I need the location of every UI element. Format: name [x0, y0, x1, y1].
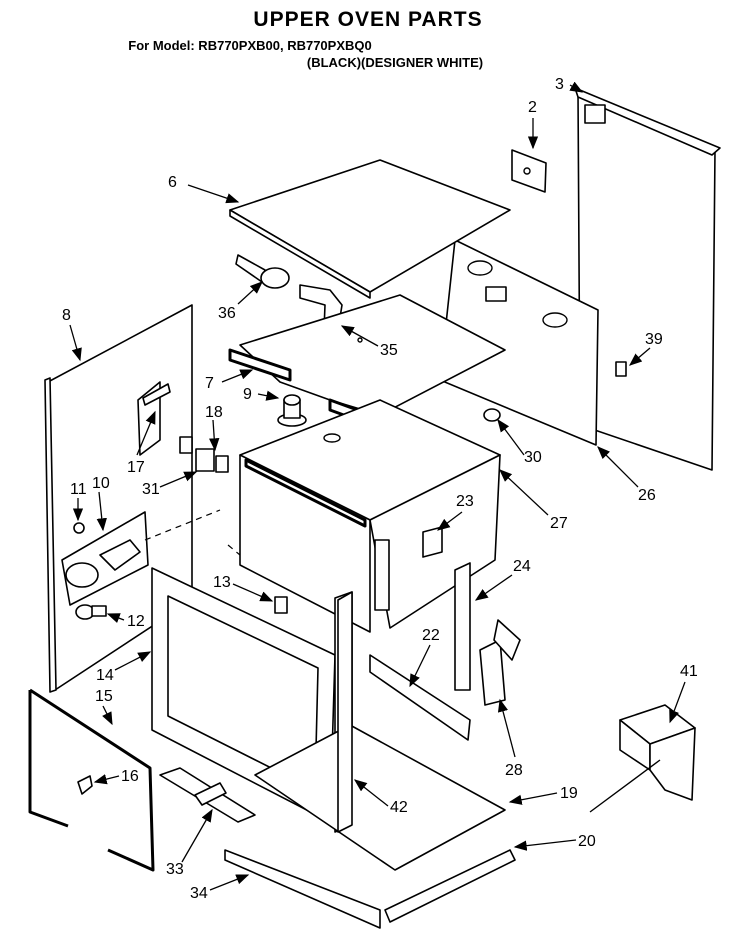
callout-18: 18	[205, 404, 223, 421]
part-31-switch	[195, 448, 215, 472]
callout-41: 41	[680, 663, 698, 680]
callout-35: 35	[380, 342, 398, 359]
part-16-clip	[77, 775, 93, 795]
part-28-hinge	[479, 619, 521, 706]
callout-11: 11	[70, 481, 87, 498]
callout-42: 42	[390, 799, 408, 816]
callout-14: 14	[96, 667, 114, 684]
callout-30: 30	[524, 449, 542, 466]
callout-31: 31	[142, 481, 160, 498]
model-line: For Model: RB770PXB00, RB770PXBQ0	[128, 38, 372, 53]
part-18-clip	[179, 436, 229, 473]
callout-17: 17	[127, 459, 145, 476]
part-27-oven-cavity	[239, 399, 501, 633]
part-13-latch	[274, 596, 288, 614]
part-19-bottom-panel	[254, 724, 506, 871]
part-41-bracket	[619, 704, 696, 801]
callout-26: 26	[638, 487, 656, 504]
callout-13: 13	[213, 574, 231, 591]
part-6-top-panel	[229, 159, 511, 299]
part-33-vent	[159, 767, 256, 823]
part-2-bracket	[511, 149, 547, 193]
callout-15: 15	[95, 688, 113, 705]
part-17-bracket	[142, 383, 171, 406]
callout-19: 19	[560, 785, 578, 802]
callout-23: 23	[456, 493, 474, 510]
part-12-bulb	[75, 604, 107, 620]
part-23-bracket	[422, 526, 443, 558]
callout-7: 7	[205, 375, 214, 392]
callout-9: 9	[243, 386, 252, 403]
callout-28: 28	[505, 762, 523, 779]
callout-34: 34	[190, 885, 208, 902]
part-20-bottom-trim	[384, 849, 516, 923]
callout-39: 39	[645, 331, 663, 348]
callout-22: 22	[422, 627, 440, 644]
part-3-rear-panel	[574, 87, 721, 471]
callout-24: 24	[513, 558, 531, 575]
part-36-vent-tube	[235, 254, 290, 289]
callout-10: 10	[92, 475, 110, 492]
part-24-hinge-bracket	[454, 562, 471, 691]
part-9-sensor	[277, 394, 307, 427]
part-11-nut	[73, 522, 85, 534]
callout-2: 2	[528, 99, 537, 116]
callout-3: 3	[555, 76, 564, 93]
callout-6: 6	[168, 174, 177, 191]
part-10-light-socket	[65, 539, 141, 588]
callout-16: 16	[121, 768, 139, 785]
callout-27: 27	[550, 515, 568, 532]
part-42-trim	[337, 591, 353, 833]
callout-33: 33	[166, 861, 184, 878]
part-30-plug	[483, 408, 501, 422]
callout-12: 12	[127, 613, 145, 630]
part-34-front-trim	[224, 849, 381, 929]
callout-36: 36	[218, 305, 236, 322]
color-line: (BLACK)(DESIGNER WHITE)	[306, 55, 484, 70]
callout-8: 8	[62, 307, 71, 324]
part-22-rail	[369, 654, 471, 741]
page-title: UPPER OVEN PARTS	[253, 8, 483, 31]
callout-20: 20	[578, 833, 596, 850]
